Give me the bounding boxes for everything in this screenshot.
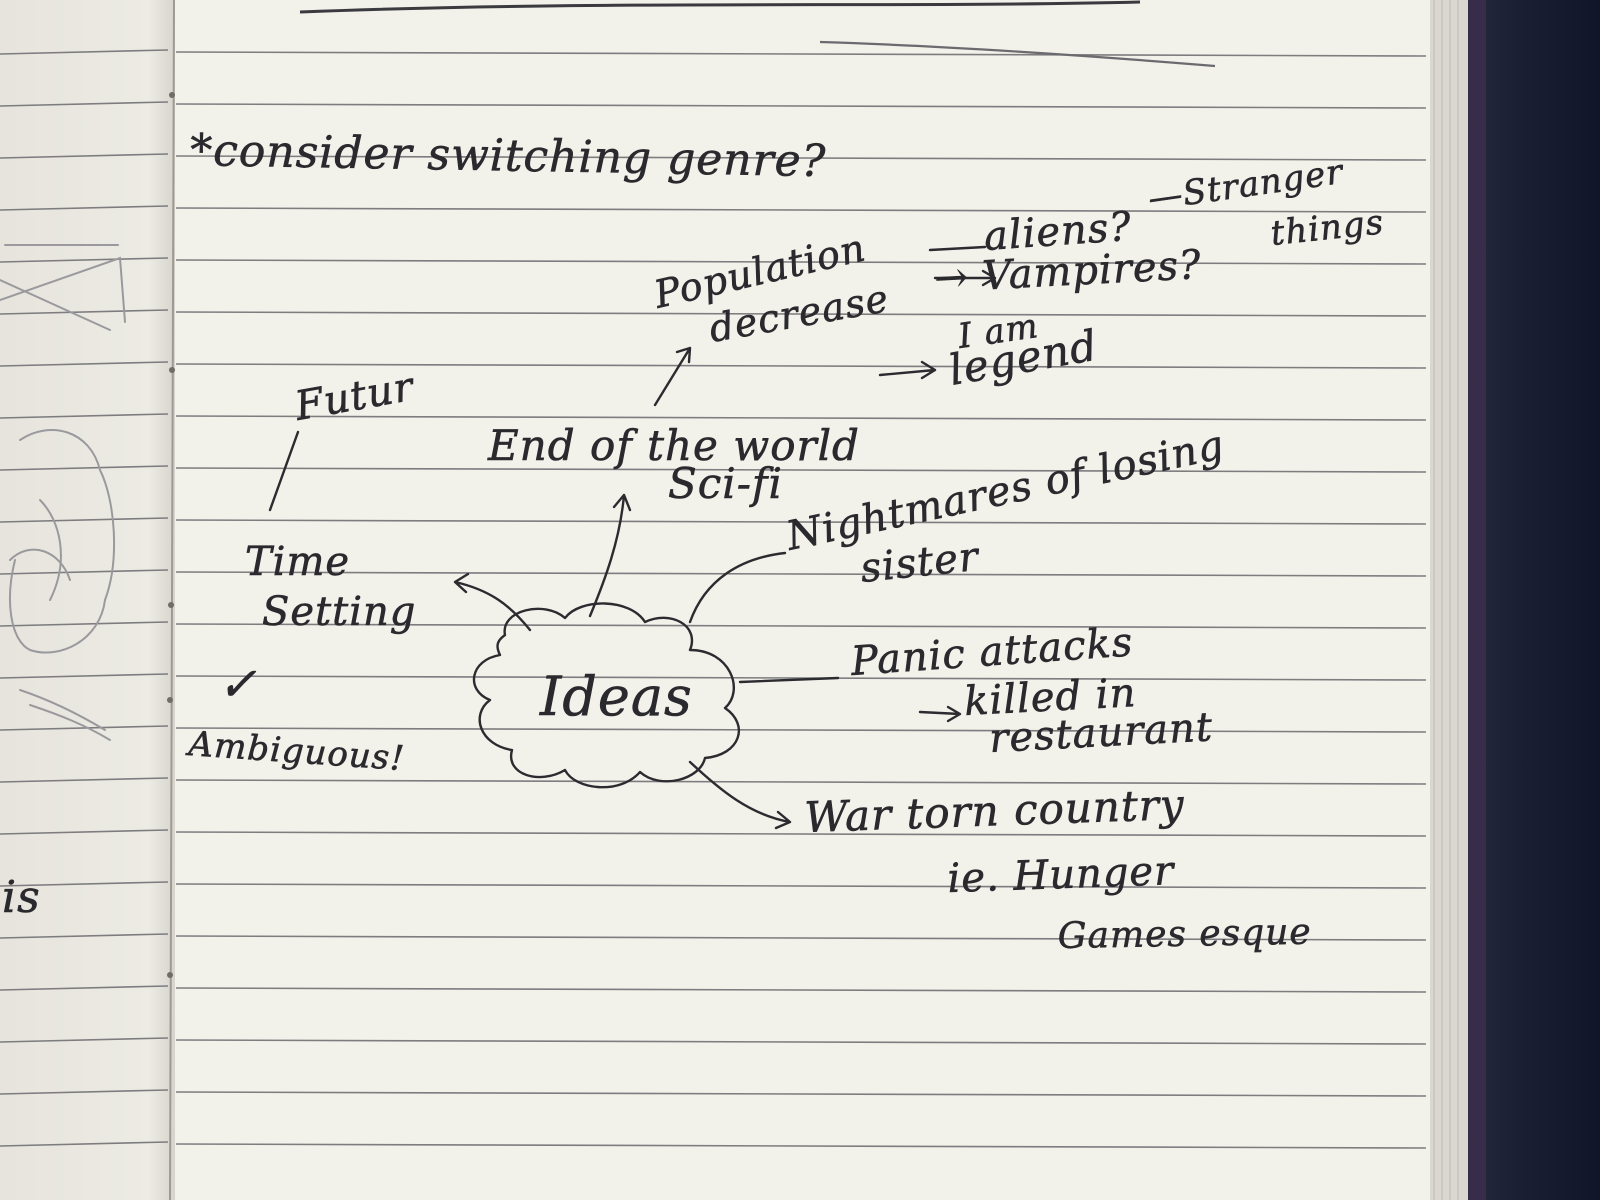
left-page xyxy=(0,0,175,1200)
check-mark: ✓ xyxy=(218,657,258,711)
center-idea-label: Ideas xyxy=(539,665,693,728)
time-label: Time xyxy=(245,539,350,585)
war-line3: Games esque xyxy=(1057,912,1312,957)
setting-label: Setting xyxy=(262,589,416,635)
war-line2: ie. Hunger xyxy=(947,848,1177,902)
left-page-fragment: is xyxy=(2,872,41,923)
sci-fi-label: Sci-fi xyxy=(668,459,783,508)
